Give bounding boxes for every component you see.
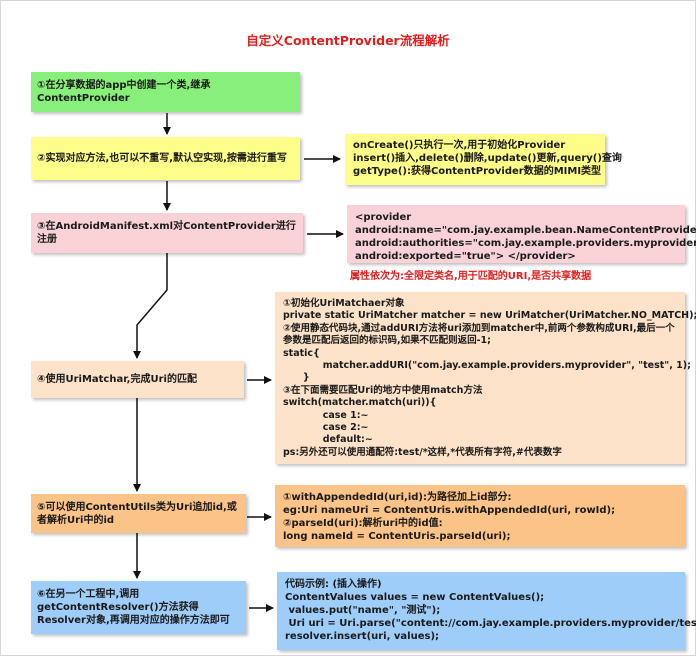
step-6-text: ⑥在另一个工程中,调用getContentResolver()方法获得Resol… <box>37 589 230 626</box>
step-6-box: ⑥在另一个工程中,调用getContentResolver()方法获得Resol… <box>31 581 246 634</box>
note-insert-example: 代码示例: (插入操作) ContentValues values = new … <box>277 572 696 650</box>
step-1-box: ①在分享数据的app中创建一个类,继承ContentProvider <box>31 72 300 112</box>
step-2-text: ②实现对应方法,也可以不重写,默认空实现,按需进行重写 <box>37 153 287 164</box>
diagram-title: 自定义ContentProvider流程解析 <box>246 33 450 48</box>
note-3-line-5: static{ <box>283 347 320 359</box>
step-3-box: ③在AndroidManifest.xml对ContentProvider进行注… <box>31 213 303 253</box>
note-2-line-4: android:exported="true"> </provider> <box>355 251 576 262</box>
note-3-line-11: case 2:~ <box>283 422 369 434</box>
manifest-caption: 属性依次为:全限定类名,用于匹配的URI,是否共享数据 <box>350 271 592 282</box>
note-2-line-1: <provider <box>355 212 412 223</box>
step-4-box: ④使用UriMatchar,完成Uri的匹配 <box>31 361 244 398</box>
note-1-line-1: onCreate()只执行一次,用于初始化Provider <box>353 140 566 151</box>
step-4-text: ④使用UriMatchar,完成Uri的匹配 <box>37 374 197 385</box>
note-2-line-3: android:authorities="com.jay.example.pro… <box>355 238 696 249</box>
note-3-line-9: switch(matcher.match(uri)){ <box>283 397 437 409</box>
note-4-line-1: ①withAppendedId(uri,id):为路径加上id部分: <box>283 492 512 503</box>
note-3-line-3: ②使用静态代码块,通过addURI方法将uri添加到matcher中,前两个参数… <box>283 322 675 334</box>
note-3-line-7: } <box>283 372 310 384</box>
note-4-line-4: long nameId = ContentUris.parseId(uri); <box>283 531 511 542</box>
note-3-line-13: ps:另外还可以使用通配符:test/*这样,*代表所有字符,#代表数字 <box>283 446 562 458</box>
note-3-line-1: ①初始化UriMatchaer对象 <box>283 298 405 309</box>
note-manifest-provider: <provider android:name="com.jay.example.… <box>347 205 696 263</box>
note-1-line-2: insert()插入,delete()删除,update()更新,query()… <box>353 153 622 164</box>
note-contenturis: ①withAppendedId(uri,id):为路径加上id部分: eg:Ur… <box>275 485 685 547</box>
note-2-line-2: android:name="com.jay.example.bean.NameC… <box>355 225 696 236</box>
note-3-line-8: ③在下面需要匹配Uri的地方中使用match方法 <box>283 384 483 396</box>
note-3-line-12: default:~ <box>283 434 373 446</box>
note-4-line-3: ②parseId(uri):解析uri中的id值: <box>283 518 443 529</box>
note-provider-methods: onCreate()只执行一次,用于初始化Provider insert()插入… <box>345 134 622 185</box>
step-3-text: ③在AndroidManifest.xml对ContentProvider进行注… <box>37 221 296 245</box>
note-1-line-3: getType():获得ContentProvider数据的MIMI类型 <box>353 166 602 177</box>
note-5-line-1: 代码示例: (插入操作) <box>285 579 382 590</box>
note-3-line-4: 参数是匹配后返回的标识码,如果不匹配则返回-1; <box>283 335 491 347</box>
step-2-box: ②实现对应方法,也可以不重写,默认空实现,按需进行重写 <box>31 137 300 180</box>
note-5-line-2: ContentValues values = new ContentValues… <box>285 592 545 603</box>
note-5-line-5: resolver.insert(uri, values); <box>285 631 440 642</box>
note-4-line-2: eg:Uri nameUri = ContentUris.withAppende… <box>283 505 616 516</box>
arrow-step3-step4 <box>133 253 168 359</box>
note-3-line-10: case 1:~ <box>283 409 369 421</box>
step-1-text: ①在分享数据的app中创建一个类,继承ContentProvider <box>37 80 211 104</box>
step-5-text: ⑤可以使用ContentUtils类为Uri追加id,或者解析Uri中的id <box>37 501 237 526</box>
note-3-line-2: private static UriMatcher matcher = new … <box>283 310 696 322</box>
note-5-line-4: Uri uri = Uri.parse("content://com.jay.e… <box>285 618 696 629</box>
note-5-line-3: values.put("name", "测试"); <box>285 605 441 616</box>
note-3-line-6: matcher.addURI("com.jay.example.provider… <box>283 360 691 372</box>
step-5-box: ⑤可以使用ContentUtils类为Uri追加id,或者解析Uri中的id <box>31 494 246 533</box>
note-urimatcher: ①初始化UriMatchaer对象 private static UriMatc… <box>275 292 696 464</box>
